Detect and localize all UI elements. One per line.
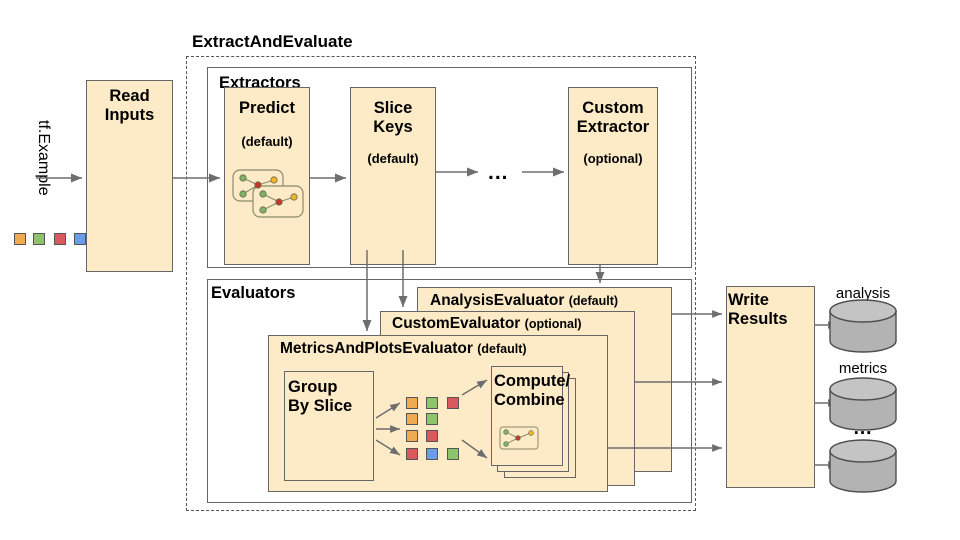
slice-swatch	[406, 430, 418, 442]
input-swatch-orange	[14, 233, 26, 245]
output-cylinder-analysis	[829, 299, 897, 353]
evaluator-node-metrics-and-plots-label: MetricsAndPlotsEvaluator (default)	[280, 340, 527, 357]
evaluator-node-custom-name: CustomEvaluator	[392, 315, 521, 332]
evaluator-node-analysis-qualifier: (default)	[568, 294, 619, 308]
evaluator-node-metrics-and-plots-name: MetricsAndPlotsEvaluator	[280, 340, 473, 357]
compute-combine-label: Compute/ Combine	[494, 372, 571, 409]
input-swatch-red	[54, 233, 66, 245]
evaluator-node-custom-label: CustomEvaluator (optional)	[392, 315, 582, 332]
output-label-analysis: analysis	[835, 285, 891, 302]
input-swatch-blue	[74, 233, 86, 245]
slice-swatch	[426, 430, 438, 442]
extractor-node-slice-keys[interactable]	[350, 87, 436, 265]
slice-swatch	[447, 397, 459, 409]
extractor-node-predict-qualifier: (default)	[241, 134, 293, 149]
extract-and-evaluate-group	[186, 56, 696, 511]
read-inputs-label: Read Inputs	[104, 87, 155, 124]
slice-swatch	[406, 448, 418, 460]
evaluator-node-custom-qualifier: (optional)	[524, 317, 582, 331]
slice-swatch	[426, 397, 438, 409]
output-label-more: ...	[853, 418, 873, 439]
slice-swatch	[406, 413, 418, 425]
extractor-node-slice-keys-label: Slice Keys	[373, 99, 413, 136]
extractors-ellipsis: ...	[488, 161, 509, 184]
evaluator-node-analysis-name: AnalysisEvaluator	[430, 292, 565, 309]
input-swatch-green	[33, 233, 45, 245]
extractor-node-predict-label: Predict	[239, 99, 295, 117]
extract-and-evaluate-title: ExtractAndEvaluate	[192, 32, 353, 51]
output-cylinder-more	[829, 439, 897, 493]
input-label: tf.Example	[35, 120, 52, 196]
write-results-node[interactable]	[726, 286, 815, 488]
evaluator-node-analysis-label: AnalysisEvaluator (default)	[430, 292, 618, 309]
slice-swatch	[447, 448, 459, 460]
extractor-node-slice-keys-qualifier: (default)	[367, 151, 419, 166]
output-label-metrics: metrics	[838, 360, 888, 377]
slice-swatch	[426, 448, 438, 460]
write-results-label: Write Results	[728, 291, 788, 328]
group-by-slice-label: Group By Slice	[288, 378, 353, 415]
slice-swatch	[406, 397, 418, 409]
extractor-node-custom[interactable]	[568, 87, 658, 265]
read-inputs-node[interactable]	[86, 80, 173, 272]
evaluator-node-metrics-and-plots-qualifier: (default)	[477, 342, 527, 356]
group-by-slice-node[interactable]	[284, 371, 374, 481]
evaluators-group-label: Evaluators	[211, 284, 296, 302]
extractor-node-custom-qualifier: (optional)	[583, 151, 643, 166]
extractor-node-custom-label: Custom Extractor	[576, 99, 650, 136]
slice-swatch	[426, 413, 438, 425]
